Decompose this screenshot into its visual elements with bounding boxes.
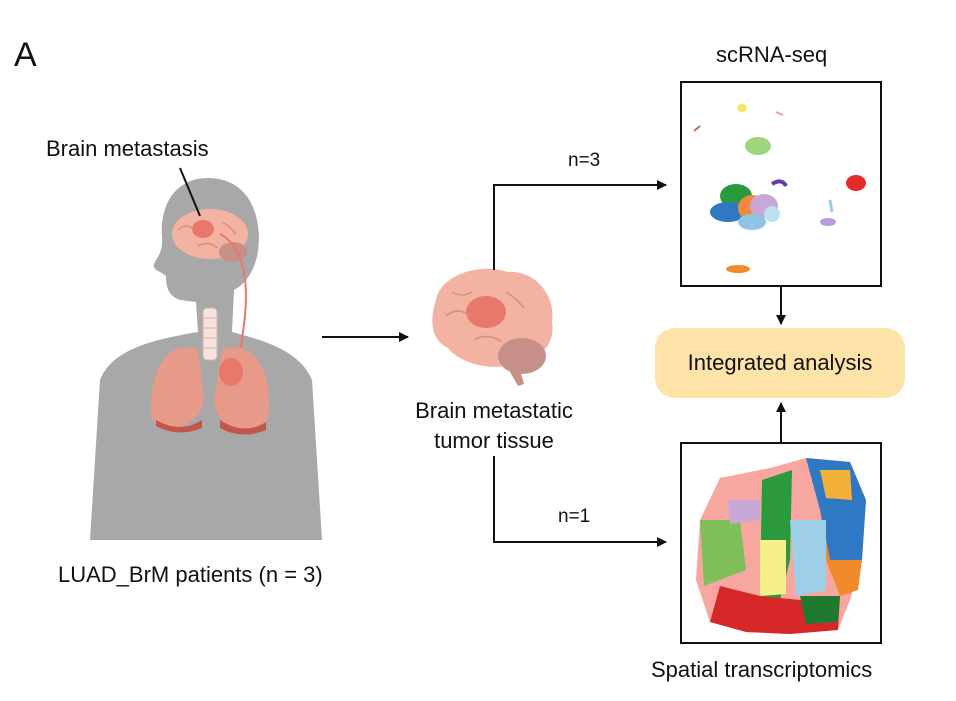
n-scrna-label: n=3 bbox=[568, 150, 601, 171]
label-pointer-line bbox=[179, 167, 201, 217]
tissue-label-line1: Brain metastatic bbox=[415, 398, 573, 423]
patients-label: LUAD_BrM patients (n = 3) bbox=[58, 562, 323, 587]
head-brain-icon bbox=[172, 209, 248, 262]
trachea-icon bbox=[202, 307, 218, 361]
lungs-icon bbox=[150, 347, 270, 435]
brain-metastasis-label: Brain metastasis bbox=[46, 136, 209, 161]
tissue-label: Brain metastatic tumor tissue bbox=[396, 396, 592, 456]
tissue-label-line2: tumor tissue bbox=[434, 428, 554, 453]
spatial-label: Spatial transcriptomics bbox=[651, 657, 873, 682]
metastasis-path bbox=[219, 233, 247, 369]
arrow-to-spatial bbox=[493, 456, 667, 547]
spatial-spots bbox=[696, 458, 866, 634]
integrated-analysis-box: Integrated analysis bbox=[655, 328, 905, 398]
umap-clusters bbox=[693, 104, 866, 273]
panel-letter: A bbox=[14, 36, 37, 74]
integrated-analysis-label: Integrated analysis bbox=[687, 350, 873, 375]
scrna-label: scRNA-seq bbox=[716, 42, 828, 67]
n-spatial-label: n=1 bbox=[558, 506, 591, 527]
arrow-to-scrna bbox=[493, 180, 667, 270]
brain-tissue-icon bbox=[432, 268, 553, 386]
